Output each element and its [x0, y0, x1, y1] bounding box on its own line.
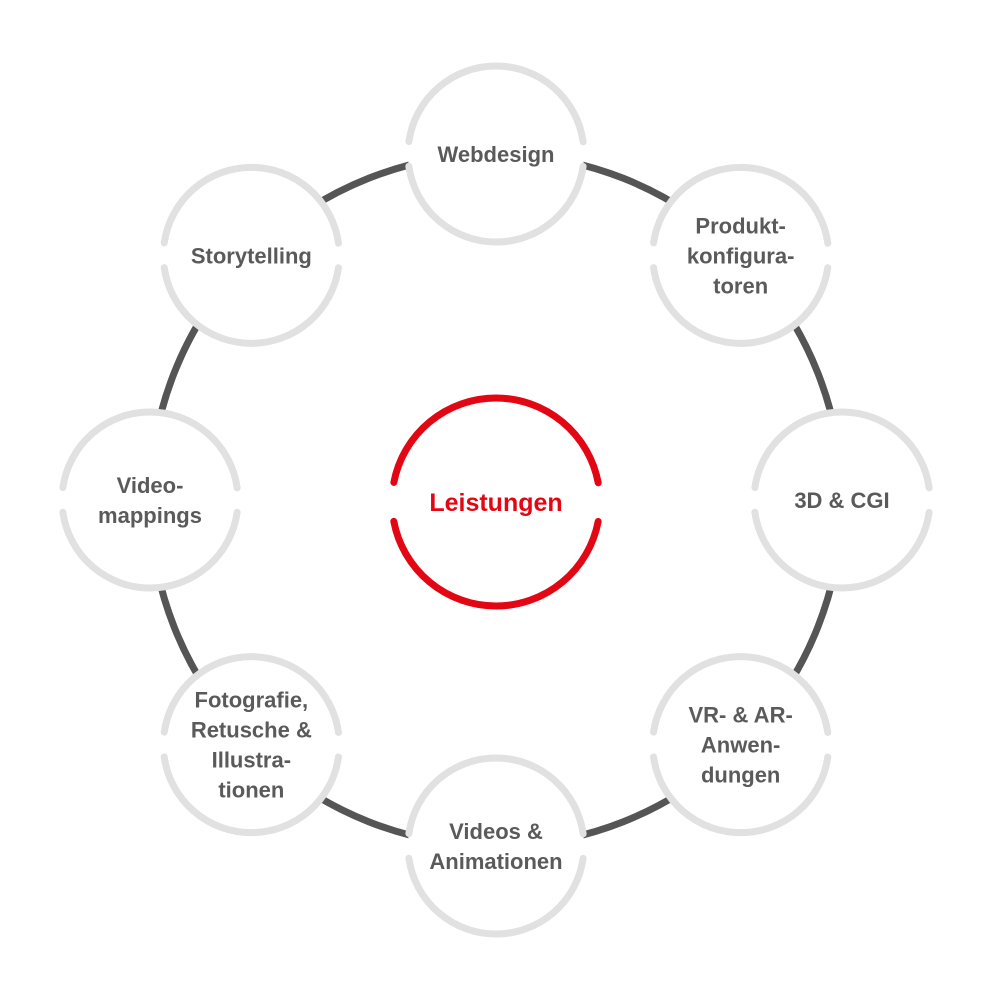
service-node-label-line: dungen — [701, 763, 780, 788]
service-node-outline — [649, 653, 833, 837]
service-node-label-line: tionen — [218, 778, 284, 803]
service-node-background — [163, 167, 340, 344]
service-node-label: 3D & CGI — [794, 488, 889, 513]
service-node-label: Produkt-konfigura-toren — [687, 213, 795, 298]
service-node-label: Video-mappings — [98, 473, 202, 528]
service-node-outline — [159, 653, 343, 837]
service-node-label: Storytelling — [191, 243, 312, 268]
center-label: Leistungen — [429, 489, 562, 517]
service-node-outline — [58, 408, 242, 592]
service-node-background — [408, 66, 584, 242]
center-hub: Leistungen — [388, 394, 604, 610]
service-node-vr-ar: VR- & AR- Anwen-dungen — [649, 653, 833, 837]
service-node-storytelling: Storytelling — [159, 163, 343, 347]
service-node-label-line: Webdesign — [438, 142, 555, 167]
service-node-label-line: Illustra- — [212, 748, 291, 773]
service-node-background — [163, 656, 340, 833]
service-node-label-line: Produkt- — [695, 213, 785, 238]
service-node-background — [652, 167, 829, 344]
service-node-label-line: toren — [713, 273, 768, 298]
service-node-label-line: Storytelling — [191, 243, 312, 268]
service-node-label-line: Anwen- — [701, 733, 780, 758]
service-node-label: Webdesign — [438, 142, 555, 167]
service-node-label: Videos & Animationen — [429, 819, 562, 874]
service-node-3d-cgi: 3D & CGI — [750, 408, 934, 592]
service-node-background — [408, 758, 584, 934]
service-node-outline — [404, 62, 588, 246]
service-node-background — [652, 656, 829, 833]
service-node-background — [754, 412, 930, 588]
service-node-label-line: konfigura- — [687, 243, 795, 268]
service-node-label-line: Retusche & — [191, 718, 312, 743]
service-node-label: VR- & AR- Anwen-dungen — [689, 703, 793, 788]
service-node-videomappings: Video-mappings — [58, 408, 242, 592]
service-node-outline — [750, 408, 934, 592]
service-node-label-line: Video- — [117, 473, 184, 498]
service-node-webdesign: Webdesign — [404, 62, 588, 246]
service-node-label-line: Fotografie, — [195, 688, 309, 713]
service-node-label-line: VR- & AR- — [689, 703, 793, 728]
service-node-outline — [404, 754, 588, 938]
service-node-background — [62, 412, 238, 588]
service-node-produktkonfiguratoren: Produkt-konfigura-toren — [649, 163, 833, 347]
center-circle — [388, 394, 604, 610]
service-node-label-line: Videos & — [449, 819, 543, 844]
service-node-label-line: mappings — [98, 503, 202, 528]
service-node-videos-animationen: Videos & Animationen — [404, 754, 588, 938]
service-node-outline — [649, 163, 833, 347]
service-node-label: Fotografie, Retusche & Illustra-tionen — [191, 688, 312, 803]
service-node-label-line: 3D & CGI — [794, 488, 889, 513]
service-node-fotografie: Fotografie, Retusche & Illustra-tionen — [159, 653, 343, 837]
service-node-outline — [159, 163, 343, 347]
service-node-label-line: Animationen — [429, 849, 562, 874]
